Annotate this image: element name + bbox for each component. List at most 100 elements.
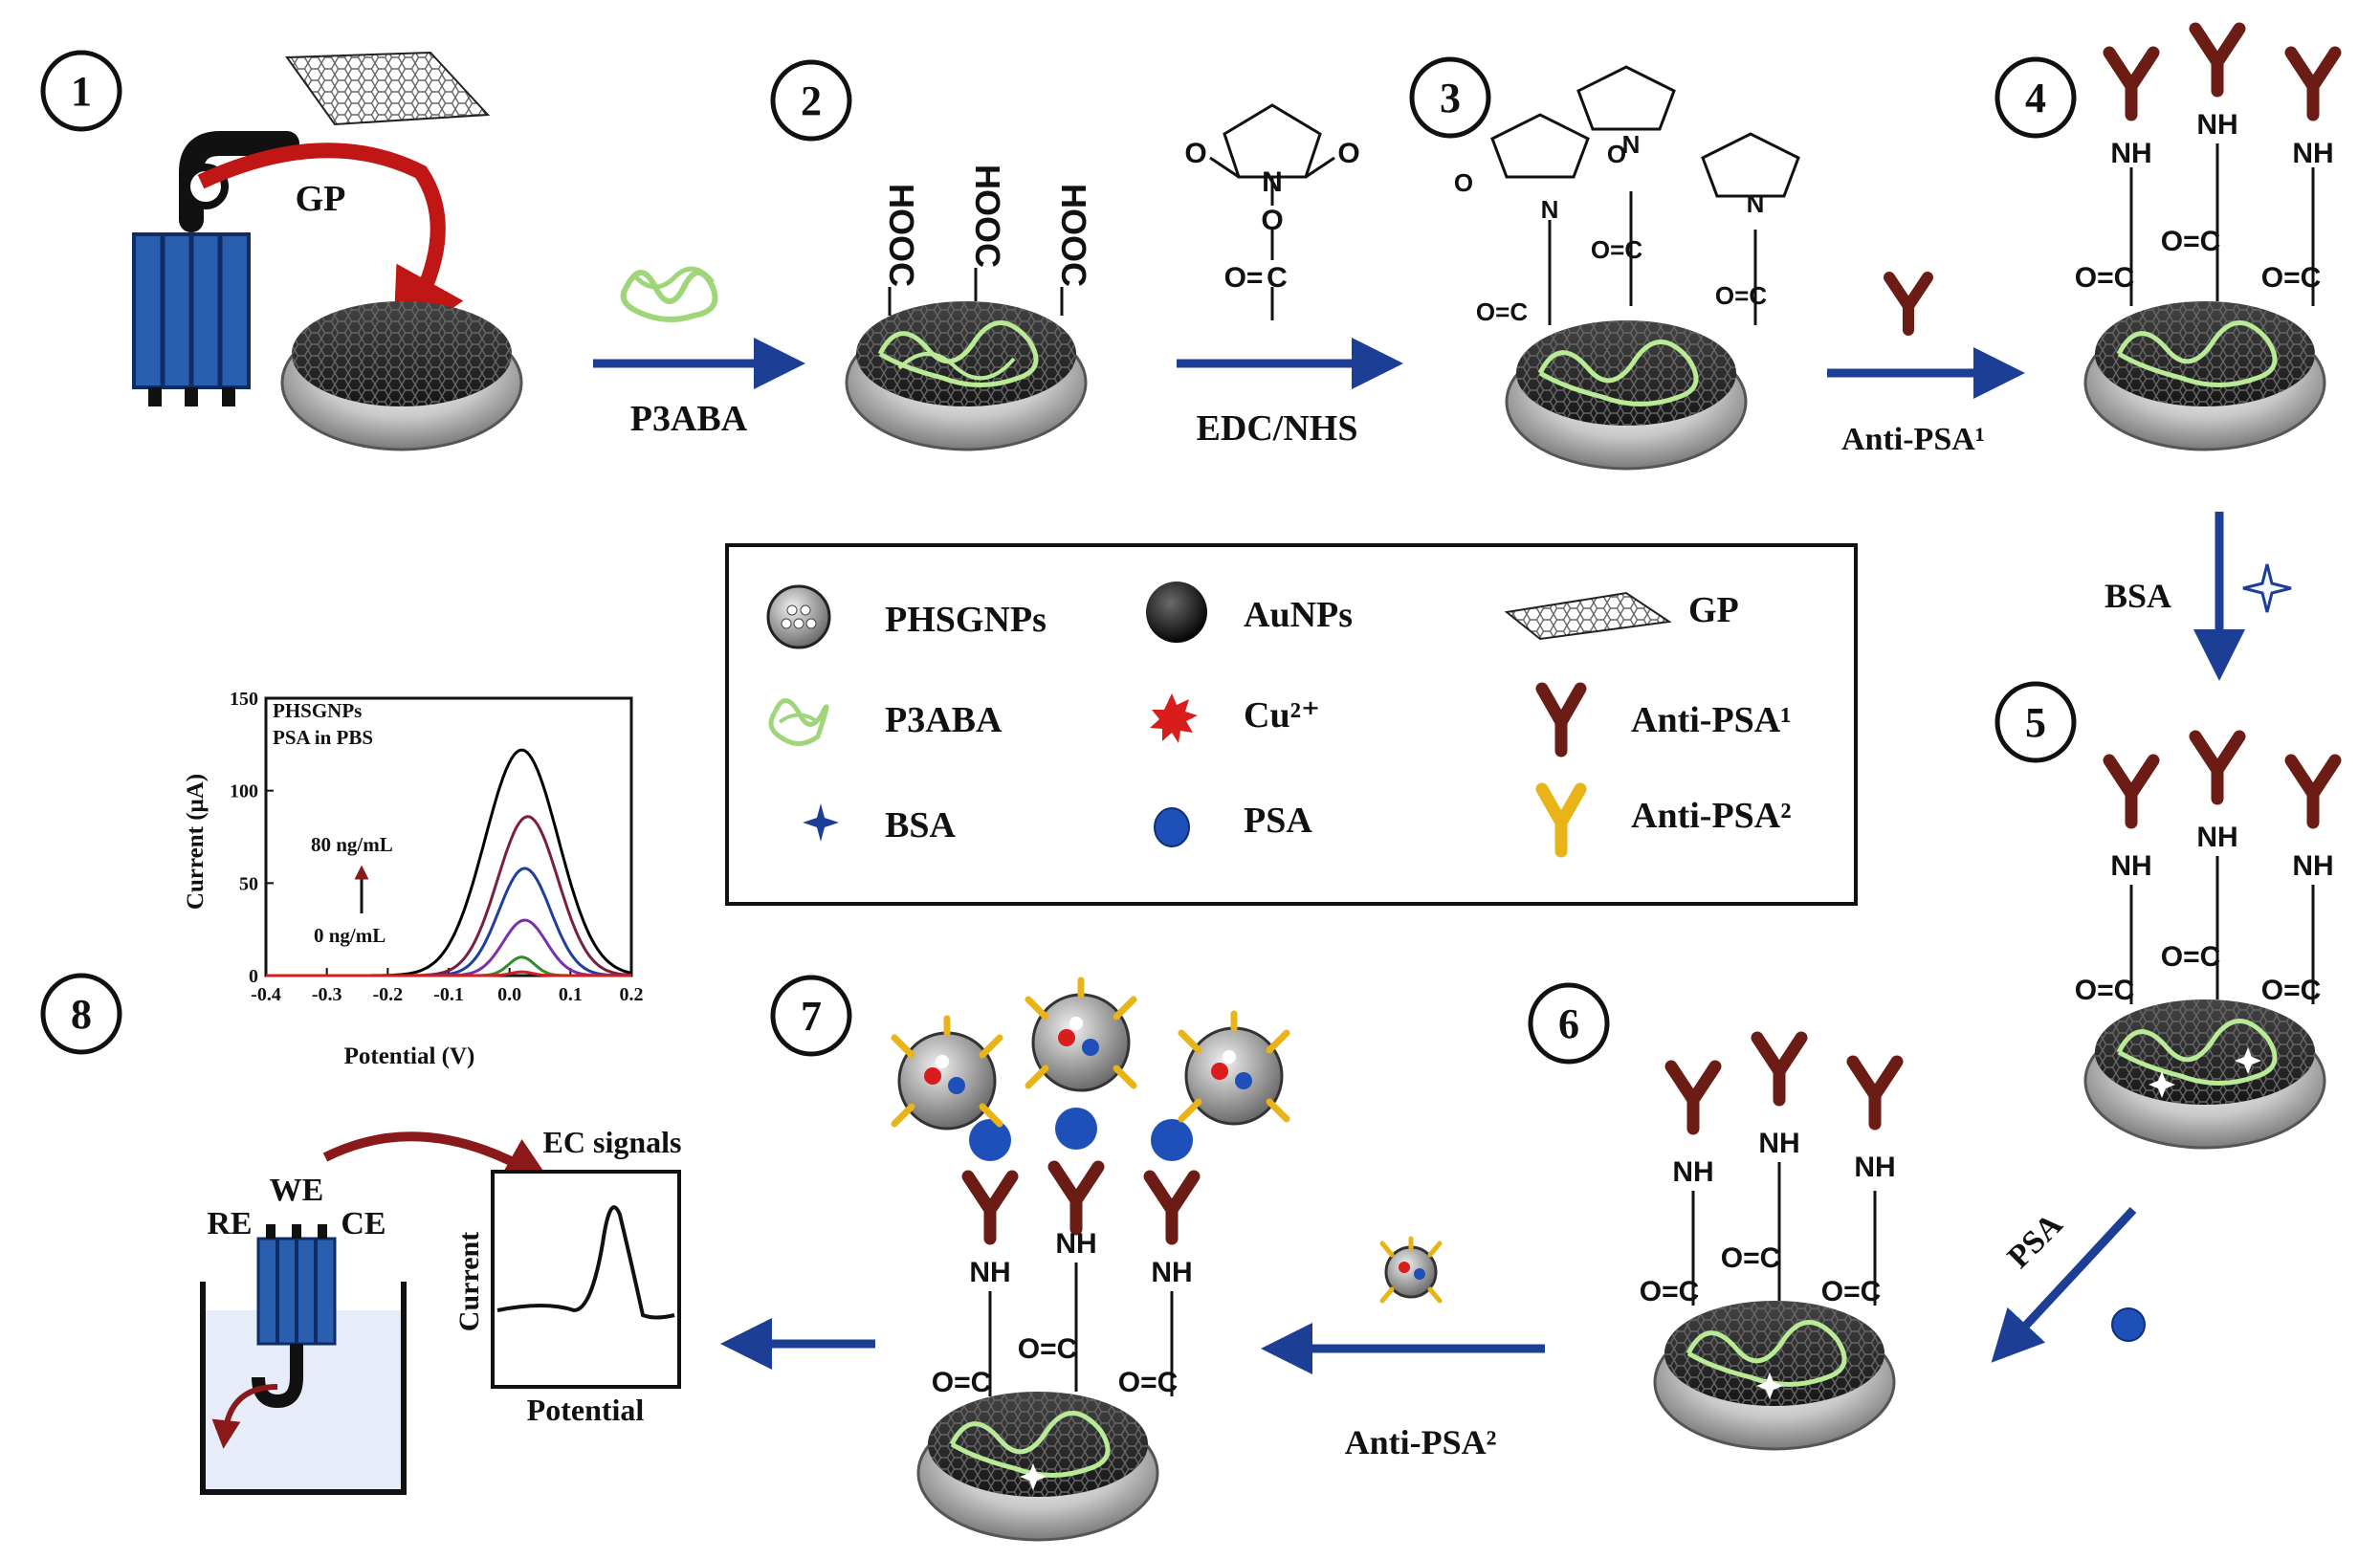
step-8-badge: 8 — [40, 973, 122, 1055]
y-tick-label: 0 — [249, 966, 258, 987]
step-6-number: 6 — [1558, 1000, 1579, 1047]
step5-co-1: O=C — [2075, 975, 2135, 1006]
step3-n-2: N — [1622, 130, 1641, 159]
nhs-ester-structure — [1209, 103, 1335, 320]
graphene-icon — [1504, 591, 1672, 641]
psa-dot-icon — [2111, 1307, 2146, 1342]
step6-nh-3: NH — [1854, 1152, 1895, 1183]
legend-p3aba-label: P3ABA — [885, 700, 1003, 740]
step7-nh-1: NH — [969, 1257, 1010, 1288]
nhs-c-atom: C — [1267, 262, 1288, 294]
electrode-disc-step6 — [1653, 1031, 1904, 1451]
psa-dot-icon — [1154, 807, 1190, 847]
re-label: RE — [207, 1206, 252, 1241]
electrochemical-cell-icon — [200, 1131, 552, 1495]
step-6-badge: 6 — [1528, 982, 1610, 1065]
legend-cu-label: Cu²⁺ — [1244, 695, 1320, 736]
chart-annotation-low: 0 ng/mL — [314, 924, 386, 947]
signal-current-axis-label: Current — [453, 1232, 485, 1331]
step6-co-3: O=C — [1821, 1276, 1882, 1307]
psa-arrow-label: PSA — [2001, 1206, 2070, 1275]
chart-curves — [266, 748, 632, 977]
step-1-number: 1 — [71, 68, 92, 115]
chart-annotation-high: 80 ng/mL — [311, 833, 393, 856]
step6-nh-1: NH — [1672, 1156, 1713, 1188]
step4-co-2: O=C — [2161, 226, 2221, 257]
step5-co-3: O=C — [2261, 975, 2322, 1006]
electrode-disc-step7 — [891, 977, 1290, 1542]
y-tick-label: 50 — [239, 873, 258, 894]
step-1-badge: 1 — [40, 50, 122, 132]
step-7-badge: 7 — [770, 975, 852, 1057]
step3-n-1: N — [1541, 195, 1559, 224]
antibody1-icon — [1535, 682, 1587, 758]
electrode-disc-step5 — [2083, 730, 2342, 1150]
step-4-badge: 4 — [1994, 56, 2077, 139]
step-8-number: 8 — [71, 991, 92, 1038]
step3-o-2: O — [1607, 140, 1626, 168]
transfer-arrow-icon — [197, 143, 464, 349]
ec-signals-label: EC signals — [543, 1125, 682, 1159]
legend-aunps-label: AuNPs — [1244, 595, 1353, 635]
step3-co-3: O=C — [1715, 281, 1767, 310]
step6-co-2: O=C — [1721, 1242, 1781, 1274]
nhs-o-double: O= — [1224, 262, 1264, 294]
step4-co-3: O=C — [2261, 262, 2322, 294]
hooc-label-3: HOOC — [1054, 184, 1093, 287]
arrow-5-to-6 — [1991, 1206, 2137, 1363]
step7-nh-2: NH — [1055, 1228, 1096, 1260]
step4-co-1: O=C — [2075, 262, 2135, 294]
x-tick-label: -0.4 — [251, 984, 281, 1005]
step-3-number: 3 — [1440, 75, 1461, 121]
nhs-o-left: O — [1184, 138, 1206, 169]
step7-co-3: O=C — [1118, 1367, 1179, 1398]
x-tick-label: -0.1 — [433, 984, 464, 1005]
step5-co-2: O=C — [2161, 941, 2221, 973]
anti-psa2-arrow-label: Anti-PSA² — [1345, 1423, 1497, 1461]
nhs-o-link: O — [1261, 205, 1283, 236]
signal-potential-axis-label: Potential — [527, 1393, 645, 1427]
ce-label: CE — [341, 1206, 386, 1241]
hooc-label-2: HOOC — [968, 165, 1007, 268]
step-4-number: 4 — [2025, 75, 2046, 121]
legend-psa-label: PSA — [1244, 801, 1312, 841]
antibody2-icon — [1535, 782, 1587, 858]
phsgnp-icon — [766, 584, 831, 649]
x-tick-label: 0.0 — [497, 984, 521, 1005]
bsa-arrow-label: BSA — [2105, 577, 2171, 615]
step5-nh-2: NH — [2196, 822, 2237, 853]
electrode-disc-step3 — [1490, 65, 1800, 471]
chart-annotation-title: PHSGNPs — [273, 699, 362, 722]
anti-psa1-arrow-label: Anti-PSA¹ — [1841, 422, 1985, 457]
p3aba-arrow-label: P3ABA — [630, 399, 748, 439]
polymer-icon — [768, 698, 829, 746]
aunp-icon — [1146, 582, 1207, 643]
step7-co-1: O=C — [932, 1367, 992, 1398]
edc-nhs-arrow-label: EDC/NHS — [1197, 408, 1358, 449]
labeled-nanoparticle-icon — [1379, 1236, 1443, 1304]
step6-nh-2: NH — [1758, 1128, 1799, 1159]
electrode-disc-step1 — [280, 301, 523, 451]
electrode-disc-step4 — [2083, 22, 2342, 451]
y-tick-label: 150 — [230, 689, 258, 710]
step4-nh-1: NH — [2110, 138, 2151, 169]
bsa-star-icon — [2242, 563, 2292, 613]
graphene-sheet-icon — [285, 51, 491, 126]
chart-annotation-subtitle: PSA in PBS — [273, 726, 373, 749]
step-2-badge: 2 — [770, 59, 852, 142]
step3-co-2: O=C — [1591, 235, 1642, 264]
step6-co-1: O=C — [1640, 1276, 1700, 1307]
legend-anti-psa2-label: Anti-PSA² — [1631, 796, 1792, 836]
screen-printed-electrode-icon — [132, 131, 299, 406]
copper-ion-icon — [1150, 693, 1198, 743]
hooc-label-1: HOOC — [882, 184, 921, 287]
step7-co-2: O=C — [1018, 1333, 1078, 1365]
gp-label: GP — [296, 179, 346, 219]
we-label: WE — [270, 1173, 324, 1208]
nhs-n-atom: N — [1262, 166, 1283, 198]
legend-anti-psa1-label: Anti-PSA¹ — [1631, 700, 1792, 740]
x-tick-label: 0.2 — [620, 984, 644, 1005]
step4-nh-3: NH — [2292, 138, 2333, 169]
